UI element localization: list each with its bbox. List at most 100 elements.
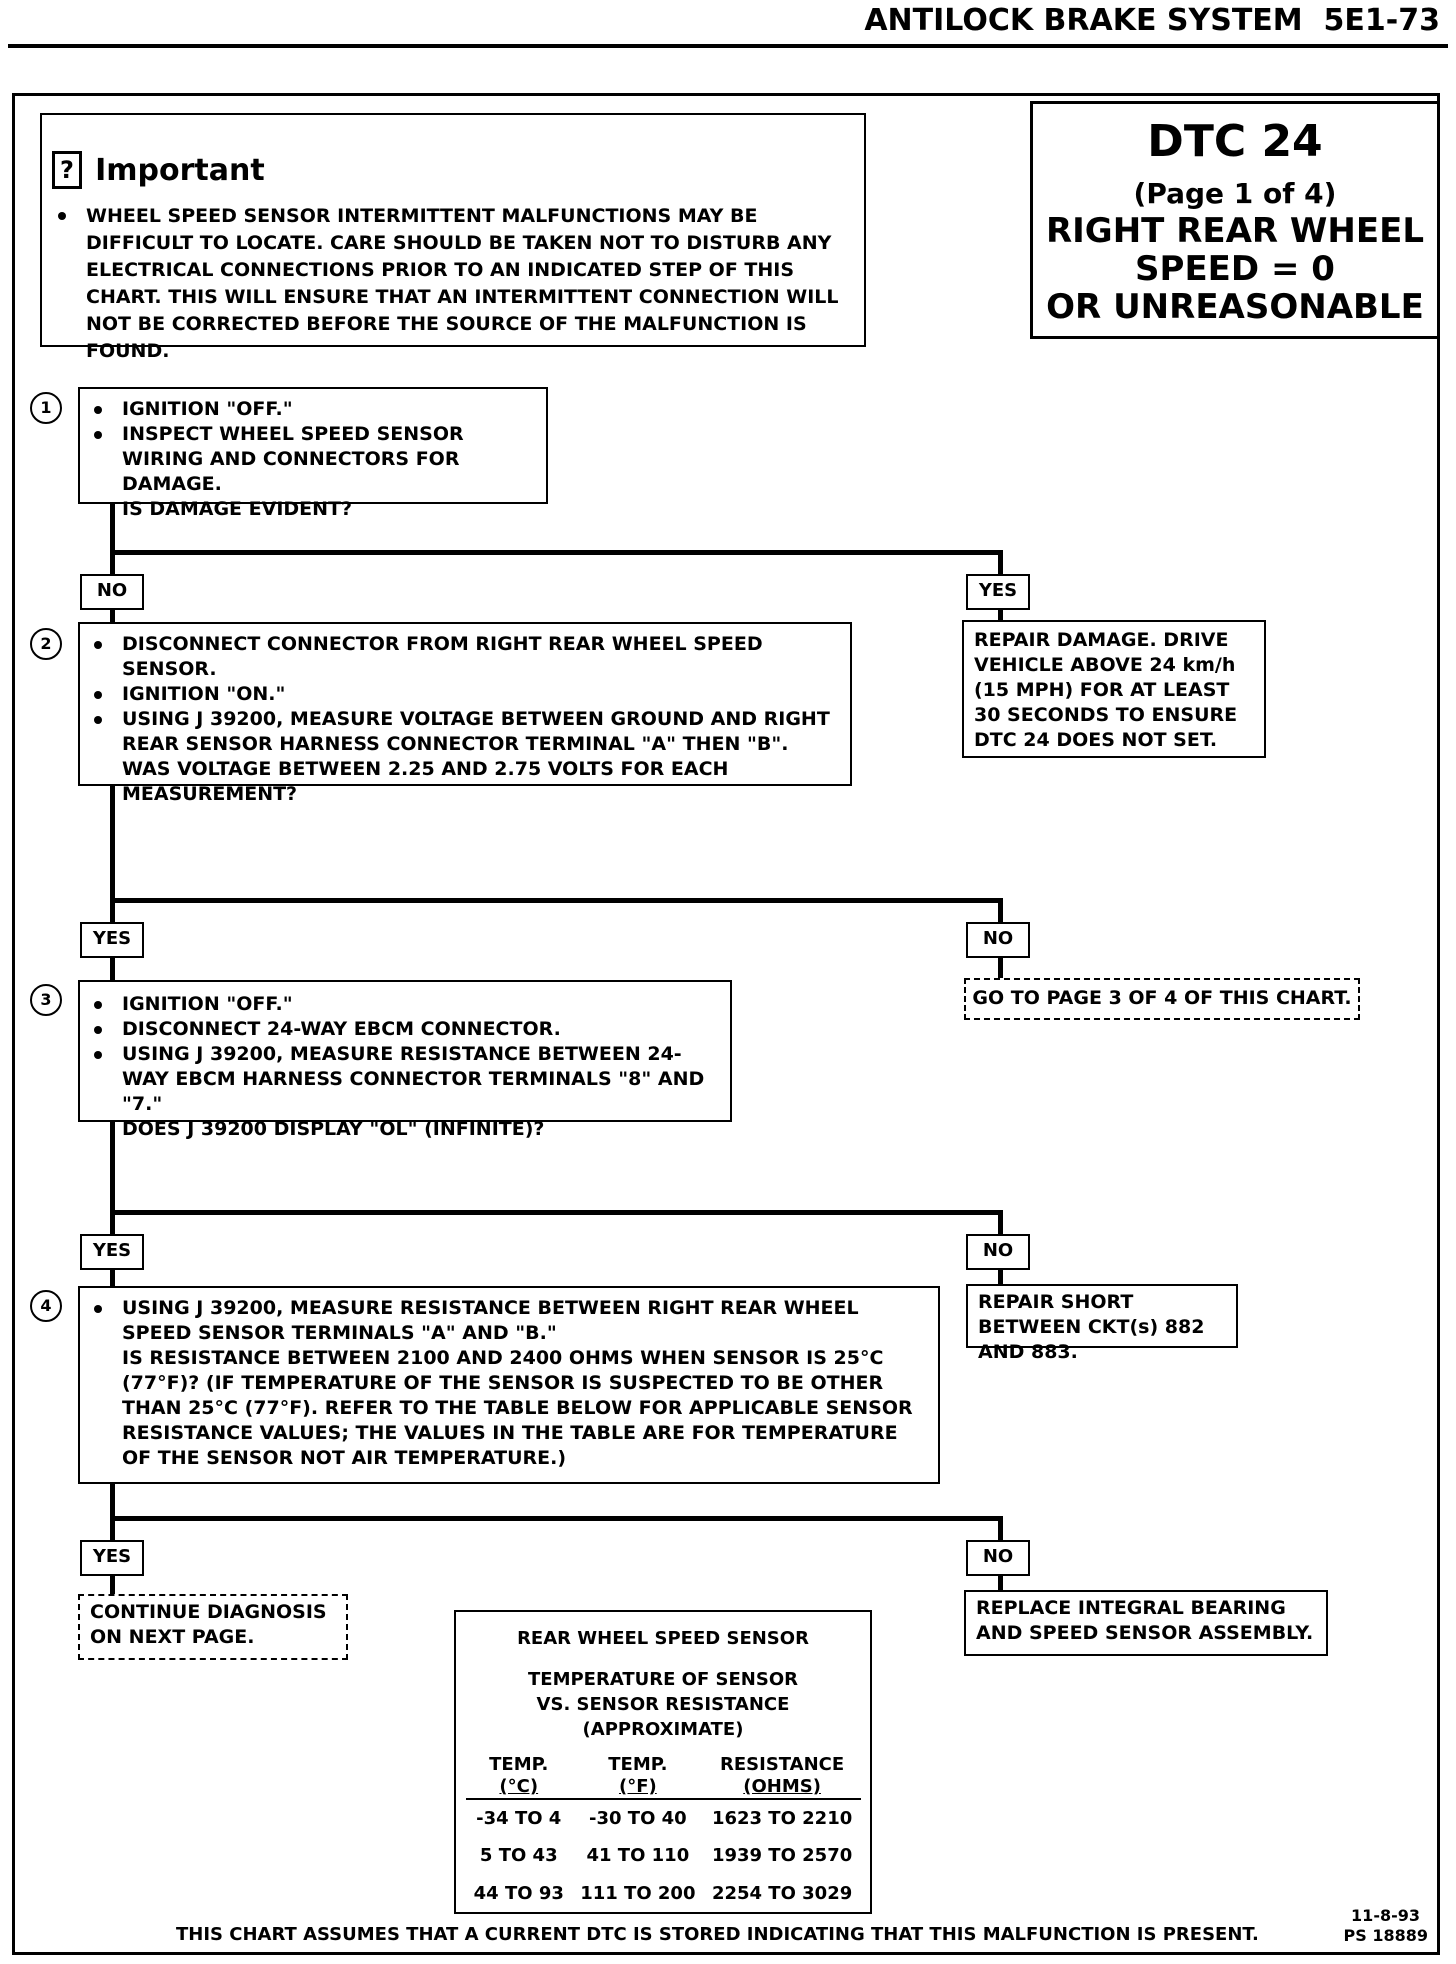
table-cell: 1939 TO 2570 bbox=[711, 1844, 853, 1866]
table-cell: -34 TO 4 bbox=[476, 1807, 562, 1829]
dtc-line3: OR UNREASONABLE bbox=[1046, 287, 1424, 327]
resistance-table-box: REAR WHEEL SPEED SENSOR TEMPERATURE OF S… bbox=[454, 1610, 872, 1914]
step-1-box: IGNITION "OFF." INSPECT WHEEL SPEED SENS… bbox=[78, 387, 548, 520]
table-subtitle-1: TEMPERATURE OF SENSOR bbox=[528, 1669, 798, 1690]
flow-line bbox=[110, 786, 115, 922]
flow-line bbox=[110, 958, 115, 980]
yes-label: YES bbox=[80, 1540, 144, 1576]
footer-note: THIS CHART ASSUMES THAT A CURRENT DTC IS… bbox=[176, 1924, 1259, 1945]
no-label: NO bbox=[966, 922, 1030, 958]
table-cell: 44 TO 93 bbox=[473, 1882, 564, 1904]
step-4-number: 4 bbox=[30, 1290, 62, 1322]
repair-damage-box: REPAIR DAMAGE. DRIVE VEHICLE ABOVE 24 km… bbox=[962, 620, 1266, 758]
step-1-bullet-1: IGNITION "OFF." bbox=[86, 397, 546, 422]
table-header-cell: TEMP.(°F) bbox=[608, 1754, 668, 1797]
repair-damage-text: REPAIR DAMAGE. DRIVE VEHICLE ABOVE 24 km… bbox=[974, 629, 1238, 751]
important-box: ? Important WHEEL SPEED SENSOR INTERMITT… bbox=[40, 113, 866, 362]
step-2-bullet-1: DISCONNECT CONNECTOR FROM RIGHT REAR WHE… bbox=[86, 632, 836, 682]
step-4-box: USING J 39200, MEASURE RESISTANCE BETWEE… bbox=[78, 1286, 940, 1484]
flow-line bbox=[110, 610, 115, 622]
flow-line bbox=[998, 1210, 1003, 1234]
flow-line bbox=[110, 504, 115, 574]
table-subtitle-2: VS. SENSOR RESISTANCE bbox=[536, 1694, 790, 1715]
yes-label: YES bbox=[80, 922, 144, 958]
step-3-number: 3 bbox=[30, 984, 62, 1016]
replace-text: REPLACE INTEGRAL BEARING AND SPEED SENSO… bbox=[976, 1597, 1314, 1644]
table-cell: -30 TO 40 bbox=[589, 1807, 687, 1829]
flow-line bbox=[998, 550, 1003, 574]
table-cell: 2254 TO 3029 bbox=[711, 1882, 853, 1904]
yes-label: YES bbox=[80, 1234, 144, 1270]
no-label: NO bbox=[966, 1540, 1030, 1576]
flow-line bbox=[110, 1210, 1002, 1215]
table-row: 44 TO 93 111 TO 200 2254 TO 3029 bbox=[466, 1874, 861, 1912]
footer-date: 11-8-93 bbox=[1351, 1906, 1420, 1925]
table-cell: 5 TO 43 bbox=[479, 1844, 558, 1866]
table-header-cell: RESISTANCE(OHMS) bbox=[720, 1754, 845, 1797]
step-3-box: IGNITION "OFF." DISCONNECT 24-WAY EBCM C… bbox=[78, 980, 732, 1140]
step-4-question: IS RESISTANCE BETWEEN 2100 AND 2400 OHMS… bbox=[122, 1347, 913, 1469]
replace-box: REPLACE INTEGRAL BEARING AND SPEED SENSO… bbox=[964, 1590, 1328, 1656]
step-1-question: IS DAMAGE EVIDENT? bbox=[122, 498, 353, 520]
footer-ps: PS 18889 bbox=[1343, 1926, 1428, 1945]
step-3-bullet-1: IGNITION "OFF." bbox=[86, 992, 721, 1017]
continue-text: CONTINUE DIAGNOSIS ON NEXT PAGE. bbox=[90, 1601, 327, 1648]
flow-line bbox=[110, 1516, 1002, 1521]
bullet-icon bbox=[94, 431, 102, 439]
table-header-row: TEMP.(°C) TEMP.(°F) RESISTANCE(OHMS) bbox=[466, 1754, 861, 1799]
flow-line bbox=[998, 1270, 1003, 1284]
step-2-box: DISCONNECT CONNECTOR FROM RIGHT REAR WHE… bbox=[78, 622, 852, 805]
step-2-number: 2 bbox=[30, 628, 62, 660]
bullet-icon bbox=[94, 641, 102, 649]
goto-page3-box: GO TO PAGE 3 OF 4 OF THIS CHART. bbox=[964, 978, 1360, 1020]
resistance-table: TEMP.(°C) TEMP.(°F) RESISTANCE(OHMS) -34… bbox=[465, 1754, 861, 1912]
table-subtitle-3: (APPROXIMATE) bbox=[582, 1719, 744, 1740]
table-row: 5 TO 43 41 TO 110 1939 TO 2570 bbox=[466, 1836, 861, 1874]
flow-line bbox=[110, 1576, 115, 1596]
step-3-bullet-3: USING J 39200, MEASURE RESISTANCE BETWEE… bbox=[86, 1042, 721, 1117]
flow-line bbox=[998, 898, 1003, 922]
page-header: ANTILOCK BRAKE SYSTEM 5E1-73 bbox=[864, 2, 1440, 40]
dtc-code: DTC 24 bbox=[1147, 116, 1323, 167]
step-3-question: DOES J 39200 DISPLAY "OL" (INFINITE)? bbox=[122, 1118, 545, 1140]
dtc-page: (Page 1 of 4) bbox=[1133, 177, 1337, 210]
continue-box: CONTINUE DIAGNOSIS ON NEXT PAGE. bbox=[78, 1594, 348, 1660]
bullet-icon bbox=[94, 691, 102, 699]
flow-line bbox=[110, 1484, 115, 1540]
table-title: REAR WHEEL SPEED SENSOR bbox=[517, 1628, 809, 1649]
important-list: WHEEL SPEED SENSOR INTERMITTENT MALFUNCT… bbox=[50, 203, 850, 365]
flow-line bbox=[998, 1576, 1003, 1592]
bullet-icon bbox=[94, 716, 102, 724]
flow-line bbox=[998, 958, 1003, 978]
no-label: NO bbox=[966, 1234, 1030, 1270]
table-cell: 1623 TO 2210 bbox=[711, 1807, 853, 1829]
step-3-bullets: IGNITION "OFF." DISCONNECT 24-WAY EBCM C… bbox=[86, 992, 721, 1142]
repair-short-text: REPAIR SHORT BETWEEN CKT(s) 882 AND 883. bbox=[978, 1291, 1205, 1363]
step-4-bullet-1: USING J 39200, MEASURE RESISTANCE BETWEE… bbox=[86, 1296, 926, 1346]
no-label: NO bbox=[80, 574, 144, 610]
yes-label: YES bbox=[966, 574, 1030, 610]
step-1-bullets: IGNITION "OFF." INSPECT WHEEL SPEED SENS… bbox=[86, 397, 546, 522]
dtc-line1: RIGHT REAR WHEEL bbox=[1045, 211, 1425, 251]
table-row: -34 TO 4 -30 TO 40 1623 TO 2210 bbox=[465, 1799, 861, 1836]
header-title: ANTILOCK BRAKE SYSTEM bbox=[864, 3, 1303, 38]
step-4-bullets: USING J 39200, MEASURE RESISTANCE BETWEE… bbox=[86, 1296, 926, 1471]
flow-line bbox=[110, 550, 1002, 555]
step-1-bullet-2: INSPECT WHEEL SPEED SENSOR WIRING AND CO… bbox=[86, 422, 546, 497]
table-cell: 111 TO 200 bbox=[580, 1882, 696, 1904]
header-page-ref: 5E1-73 bbox=[1323, 3, 1440, 38]
table-header-cell: TEMP.(°C) bbox=[489, 1754, 549, 1797]
bullet-icon bbox=[94, 1026, 102, 1034]
dtc-line2: SPEED = 0 bbox=[1135, 249, 1335, 289]
dtc-title-box: DTC 24 (Page 1 of 4) RIGHT REAR WHEEL SP… bbox=[1030, 101, 1440, 339]
important-icon: ? bbox=[52, 151, 82, 189]
goto-page3-text: GO TO PAGE 3 OF 4 OF THIS CHART. bbox=[972, 987, 1352, 1009]
step-2-bullets: DISCONNECT CONNECTOR FROM RIGHT REAR WHE… bbox=[86, 632, 836, 807]
step-2-bullet-2: IGNITION "ON." bbox=[86, 682, 836, 707]
repair-short-box: REPAIR SHORT BETWEEN CKT(s) 882 AND 883. bbox=[966, 1284, 1238, 1363]
flow-line bbox=[110, 1270, 115, 1286]
important-header: ? Important bbox=[52, 151, 265, 195]
bullet-icon bbox=[94, 1001, 102, 1009]
step-3-bullet-2: DISCONNECT 24-WAY EBCM CONNECTOR. bbox=[86, 1017, 721, 1042]
flow-line bbox=[998, 610, 1003, 620]
